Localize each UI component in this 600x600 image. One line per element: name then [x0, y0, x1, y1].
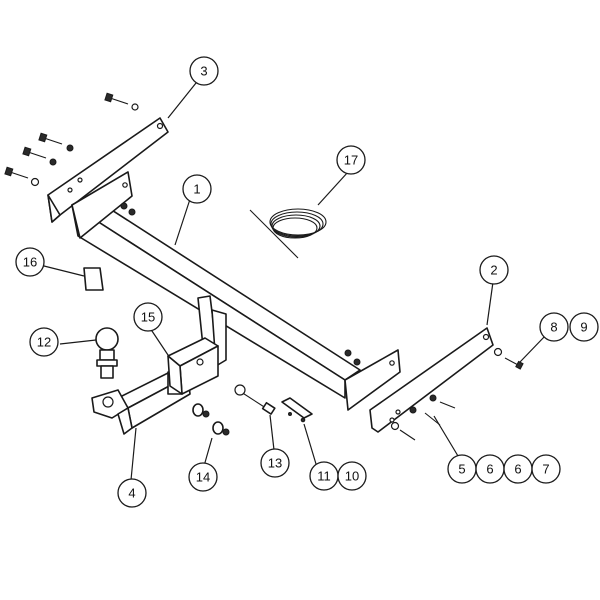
clip-plate: [281, 397, 313, 423]
callout-label-14: 14: [196, 470, 210, 485]
callout-14: 14: [188, 462, 218, 492]
callout-label-5: 5: [458, 462, 465, 477]
callout-label-16: 16: [23, 255, 37, 270]
callout-label-4: 4: [128, 486, 135, 501]
label-plate: [83, 267, 104, 291]
callout-label-9: 9: [580, 320, 587, 335]
callout-1: 1: [182, 174, 212, 204]
tow-ball: [95, 327, 119, 379]
callout-10: 10: [337, 461, 367, 491]
cable-coil: [249, 208, 327, 259]
hitch-pin: [234, 384, 276, 415]
callout-13: 13: [260, 448, 290, 478]
callout-5: 5: [447, 454, 477, 484]
callout-15: 15: [133, 302, 163, 332]
callout-17: 17: [336, 145, 366, 175]
left-bracket-bolts: [4, 92, 139, 187]
callout-label-2: 2: [490, 263, 497, 278]
right-bracket: [369, 327, 494, 433]
callout-4: 4: [117, 478, 147, 508]
callout-6a: 6: [475, 454, 505, 484]
callout-label-11: 11: [317, 469, 331, 484]
callout-label-15: 15: [141, 310, 155, 325]
callout-11: 11: [309, 461, 339, 491]
shackles: [192, 403, 230, 436]
callout-label-12: 12: [37, 335, 51, 350]
callout-label-7: 7: [542, 462, 549, 477]
callout-6b: 6: [503, 454, 533, 484]
callout-label-6a: 6: [486, 462, 493, 477]
right-bracket-bolts: [390, 347, 524, 441]
receiver-box: [167, 337, 219, 395]
callout-8: 8: [539, 312, 569, 342]
left-bracket: [47, 117, 169, 223]
callout-2: 2: [479, 255, 509, 285]
callout-label-10: 10: [345, 469, 359, 484]
callout-label-17: 17: [344, 153, 358, 168]
callout-label-3: 3: [200, 64, 207, 79]
callout-label-6b: 6: [514, 462, 521, 477]
callout-label-1: 1: [193, 182, 200, 197]
callout-label-13: 13: [268, 456, 282, 471]
callout-9: 9: [569, 312, 599, 342]
leader-lines: [39, 82, 547, 481]
callout-16: 16: [15, 247, 45, 277]
callout-12: 12: [29, 327, 59, 357]
callout-label-8: 8: [550, 320, 557, 335]
callout-3: 3: [189, 56, 219, 86]
callout-7: 7: [531, 454, 561, 484]
cross-bar: [71, 171, 401, 411]
